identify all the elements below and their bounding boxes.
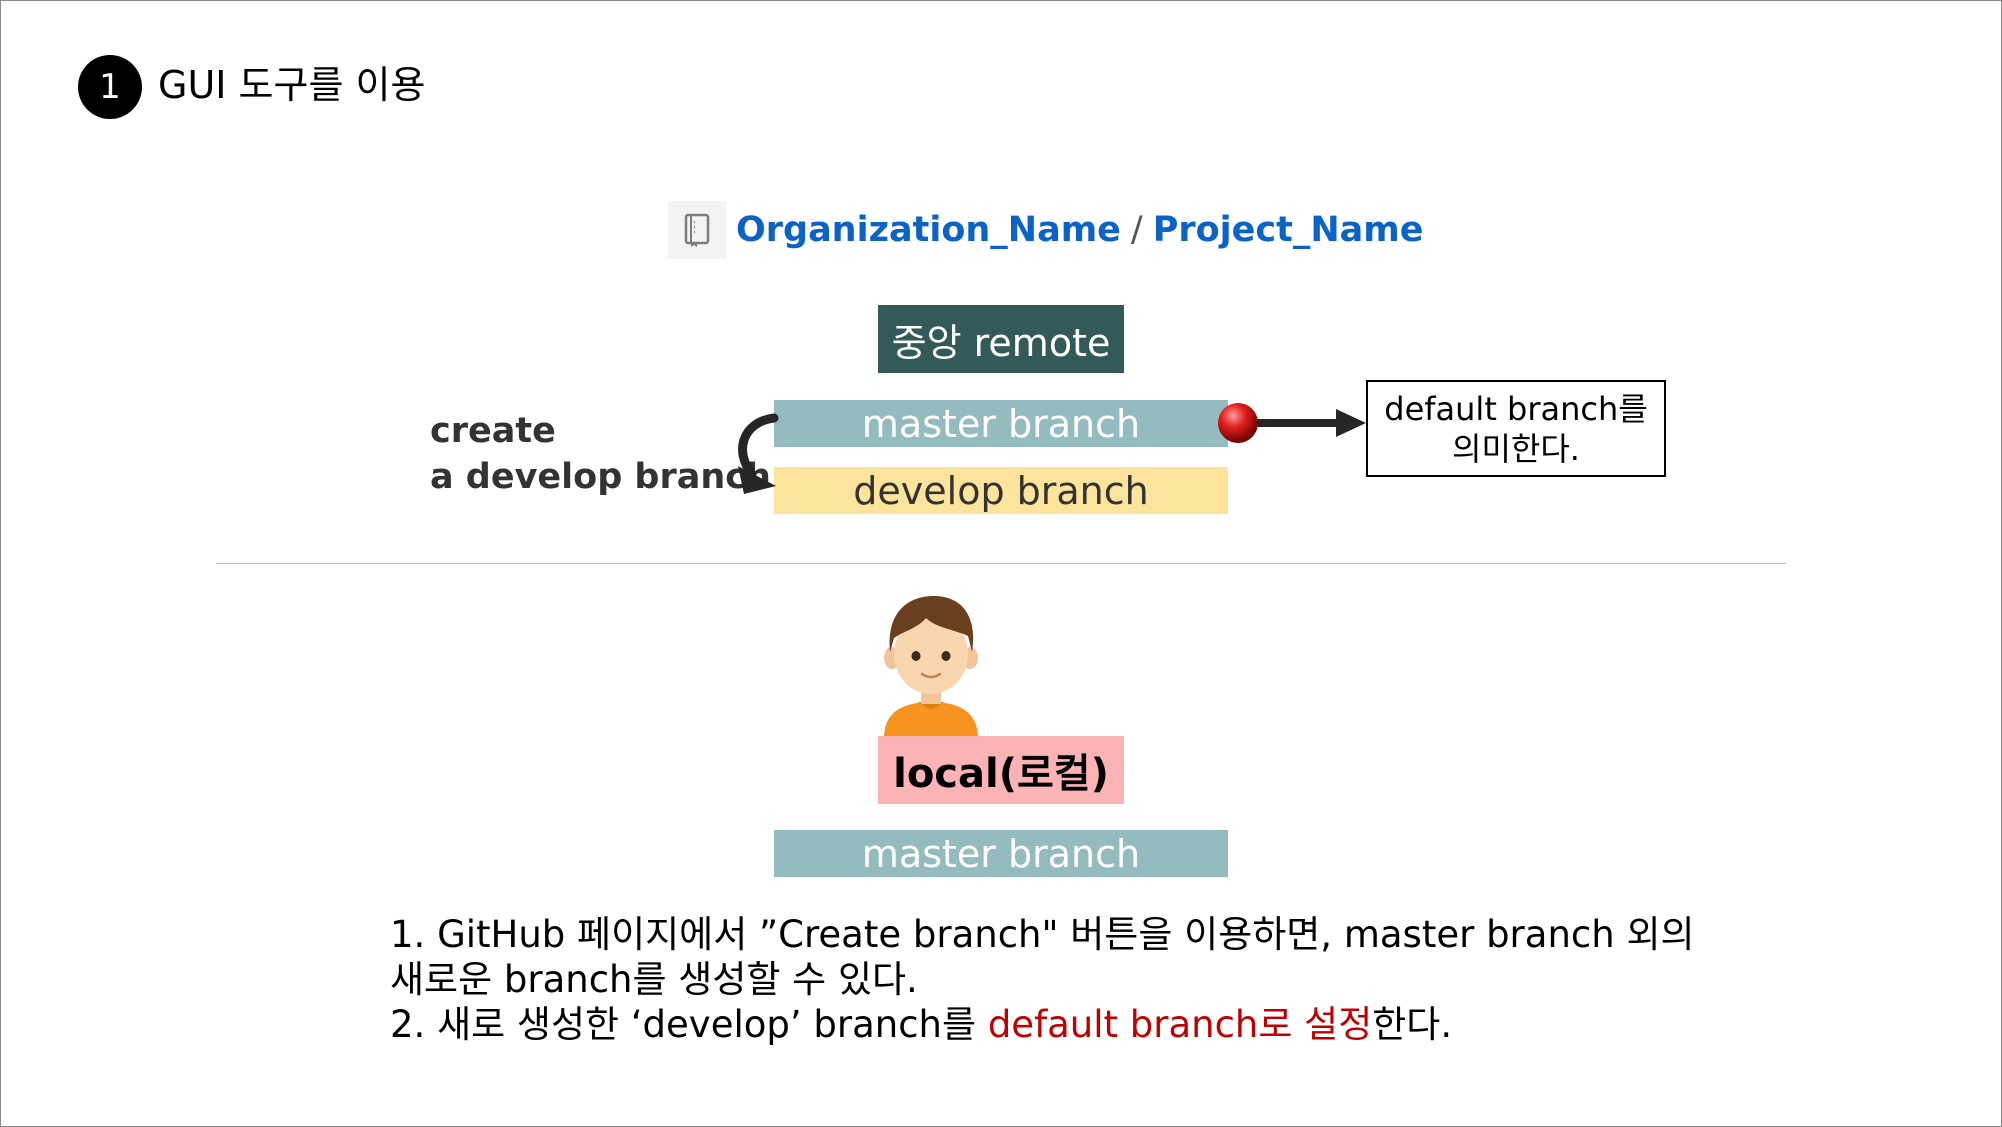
curved-arrow-icon [738, 413, 779, 494]
remote-repo-box: 중앙 remote [878, 305, 1124, 373]
create-label-line1: create [430, 411, 556, 451]
default-note-line2: 의미한다. [1452, 429, 1580, 468]
step-number-badge: 1 [78, 55, 142, 119]
repo-separator: / [1130, 210, 1143, 250]
default-branch-note: default branch를 의미한다. [1366, 380, 1666, 477]
note-line-3-suffix: 한다. [1372, 1003, 1453, 1046]
local-master-branch: master branch [774, 830, 1228, 877]
repo-breadcrumb: Organization_Name / Project_Name [668, 200, 1424, 260]
note-line-3: 2. 새로 생성한 ‘develop’ branch를 default bran… [390, 1002, 1695, 1047]
local-repo-box: local(로컬) [878, 736, 1124, 804]
developer-avatar-icon [884, 596, 978, 738]
note-line-2: 새로운 branch를 생성할 수 있다. [390, 958, 918, 1001]
notes: 1. GitHub 페이지에서 ”Create branch" 버튼을 이용하면… [390, 912, 1695, 1047]
create-label-line2: a develop branch [430, 457, 771, 497]
remote-master-branch: master branch [774, 400, 1228, 447]
project-link[interactable]: Project_Name [1152, 210, 1424, 250]
note-highlight: default branch로 설정 [987, 1003, 1373, 1046]
repo-book-icon [668, 201, 726, 259]
note-line-1: 1. GitHub 페이지에서 ”Create branch" 버튼을 이용하면… [390, 913, 1695, 956]
organization-link[interactable]: Organization_Name [736, 210, 1121, 250]
create-branch-label: create a develop branch [430, 408, 771, 500]
page-title: GUI 도구를 이용 [158, 63, 426, 107]
remote-develop-branch: develop branch [774, 467, 1228, 514]
default-note-line1: default branch를 [1384, 389, 1648, 428]
divider [216, 563, 1786, 564]
note-line-3-prefix: 2. 새로 생성한 ‘develop’ branch를 [390, 1003, 988, 1046]
default-pointer-arrow [1218, 403, 1366, 443]
